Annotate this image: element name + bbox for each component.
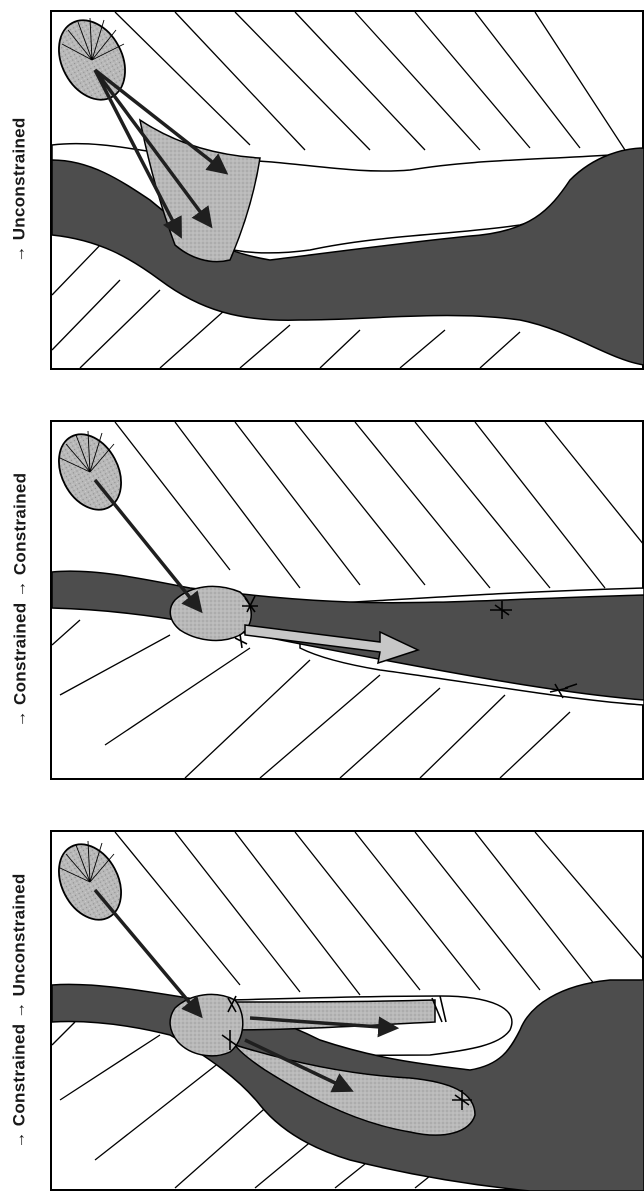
panel-2-stippled-node [170, 586, 251, 640]
panel-3-diagram [50, 830, 644, 1191]
panel-2-diagram [50, 420, 644, 780]
panel-3-label: → Constrained → Unconstrained [0, 830, 40, 1191]
panel-1-diagram [50, 10, 644, 370]
panel-1-label: → Unconstrained [0, 10, 40, 370]
panel-2-label: → Constrained → Constrained [0, 420, 40, 780]
